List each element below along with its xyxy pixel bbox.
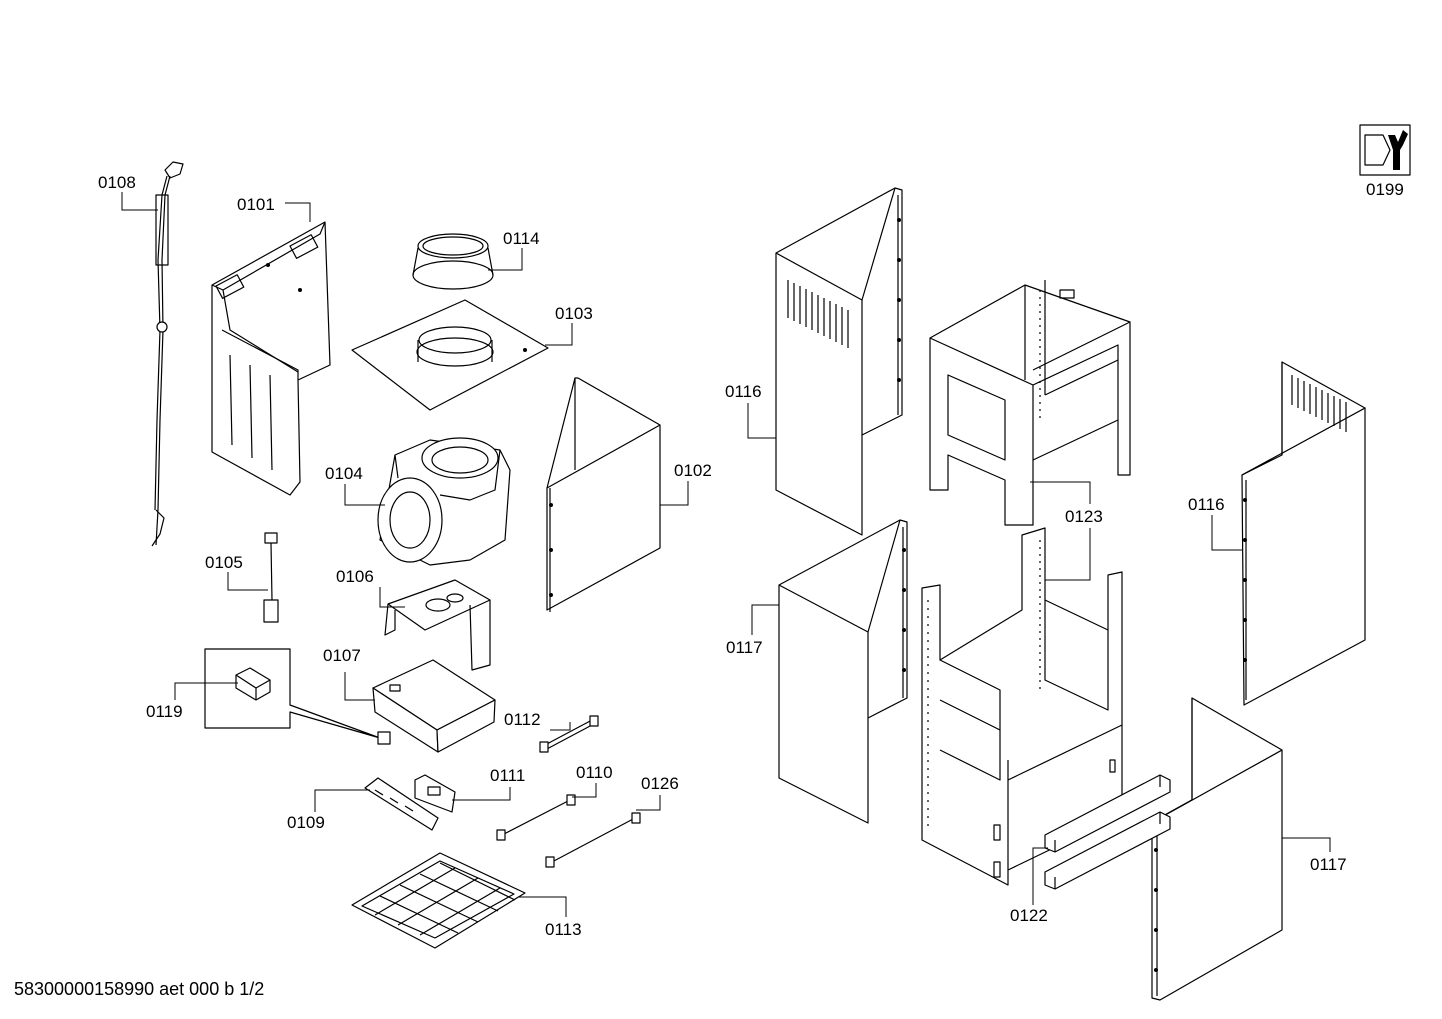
part-0116-upper-chimney-side[interactable] (1241, 361, 1366, 706)
part-0107-control-box[interactable] (372, 659, 496, 753)
label-0103[interactable]: 0103 (555, 304, 593, 323)
label-0126[interactable]: 0126 (641, 774, 679, 793)
label-0116-right[interactable]: 0116 (1188, 495, 1225, 514)
label-0199[interactable]: 0199 (1366, 180, 1404, 199)
part-labels: 0108 0101 0114 0103 0104 0102 0105 0106 … (98, 173, 1404, 939)
label-0105[interactable]: 0105 (205, 553, 243, 572)
part-0108-power-cord[interactable] (151, 161, 184, 547)
label-0123[interactable]: 0123 (1065, 507, 1103, 526)
part-0117-lower-chimney-front[interactable] (778, 519, 908, 824)
part-0102-side-panel[interactable] (546, 377, 661, 612)
drawing-number: 58300000158990 aet 000 b 1/2 (14, 979, 265, 999)
label-0114[interactable]: 0114 (503, 229, 540, 248)
part-0123-chimney-frame[interactable] (929, 280, 1131, 526)
label-0109[interactable]: 0109 (287, 813, 325, 832)
label-0108[interactable]: 0108 (98, 173, 136, 192)
label-0116-left[interactable]: 0116 (725, 382, 762, 401)
part-0103-top-plate[interactable] (351, 299, 549, 411)
part-0106-motor-bracket[interactable] (384, 579, 491, 671)
label-0117-right[interactable]: 0117 (1310, 855, 1347, 874)
vent-slots-upper-left (787, 280, 849, 348)
part-0112-ribbon-cable[interactable] (539, 715, 599, 753)
label-0119[interactable]: 0119 (146, 702, 183, 721)
label-0107[interactable]: 0107 (323, 646, 361, 665)
part-0119-clip-detail[interactable] (204, 648, 391, 745)
label-0112[interactable]: 0112 (504, 710, 541, 729)
part-0114-outlet-ring[interactable] (412, 233, 494, 290)
label-0102[interactable]: 0102 (674, 461, 712, 480)
label-0101[interactable]: 0101 (237, 195, 275, 214)
part-0109-control-board[interactable] (364, 777, 439, 831)
part-0117-lower-chimney-side[interactable] (1151, 697, 1283, 1001)
part-0126-cable[interactable] (545, 812, 641, 868)
leader-lines (121, 192, 1331, 917)
part-lower-chimney-frame[interactable] (921, 527, 1123, 886)
vent-slots-upper-right (1291, 375, 1347, 432)
part-0105-sensor-cable[interactable] (263, 532, 279, 623)
label-0104[interactable]: 0104 (325, 464, 363, 483)
label-0122[interactable]: 0122 (1010, 906, 1048, 925)
part-0111-switch-module[interactable] (414, 774, 456, 813)
label-0106[interactable]: 0106 (336, 567, 374, 586)
part-0110-cable[interactable] (496, 794, 576, 841)
label-0110[interactable]: 0110 (576, 763, 613, 782)
label-0111[interactable]: 0111 (490, 766, 525, 785)
part-0101-back-frame[interactable] (211, 221, 331, 496)
label-0113[interactable]: 0113 (545, 920, 582, 939)
part-0122-mounting-rails[interactable] (1044, 774, 1171, 890)
wrench-nut-icon (1359, 124, 1411, 176)
label-0117-left[interactable]: 0117 (726, 638, 763, 657)
part-0113-grease-filter[interactable] (351, 852, 526, 949)
part-0104-blower-motor[interactable] (377, 437, 511, 566)
part-0116-upper-chimney-front[interactable] (775, 187, 903, 536)
